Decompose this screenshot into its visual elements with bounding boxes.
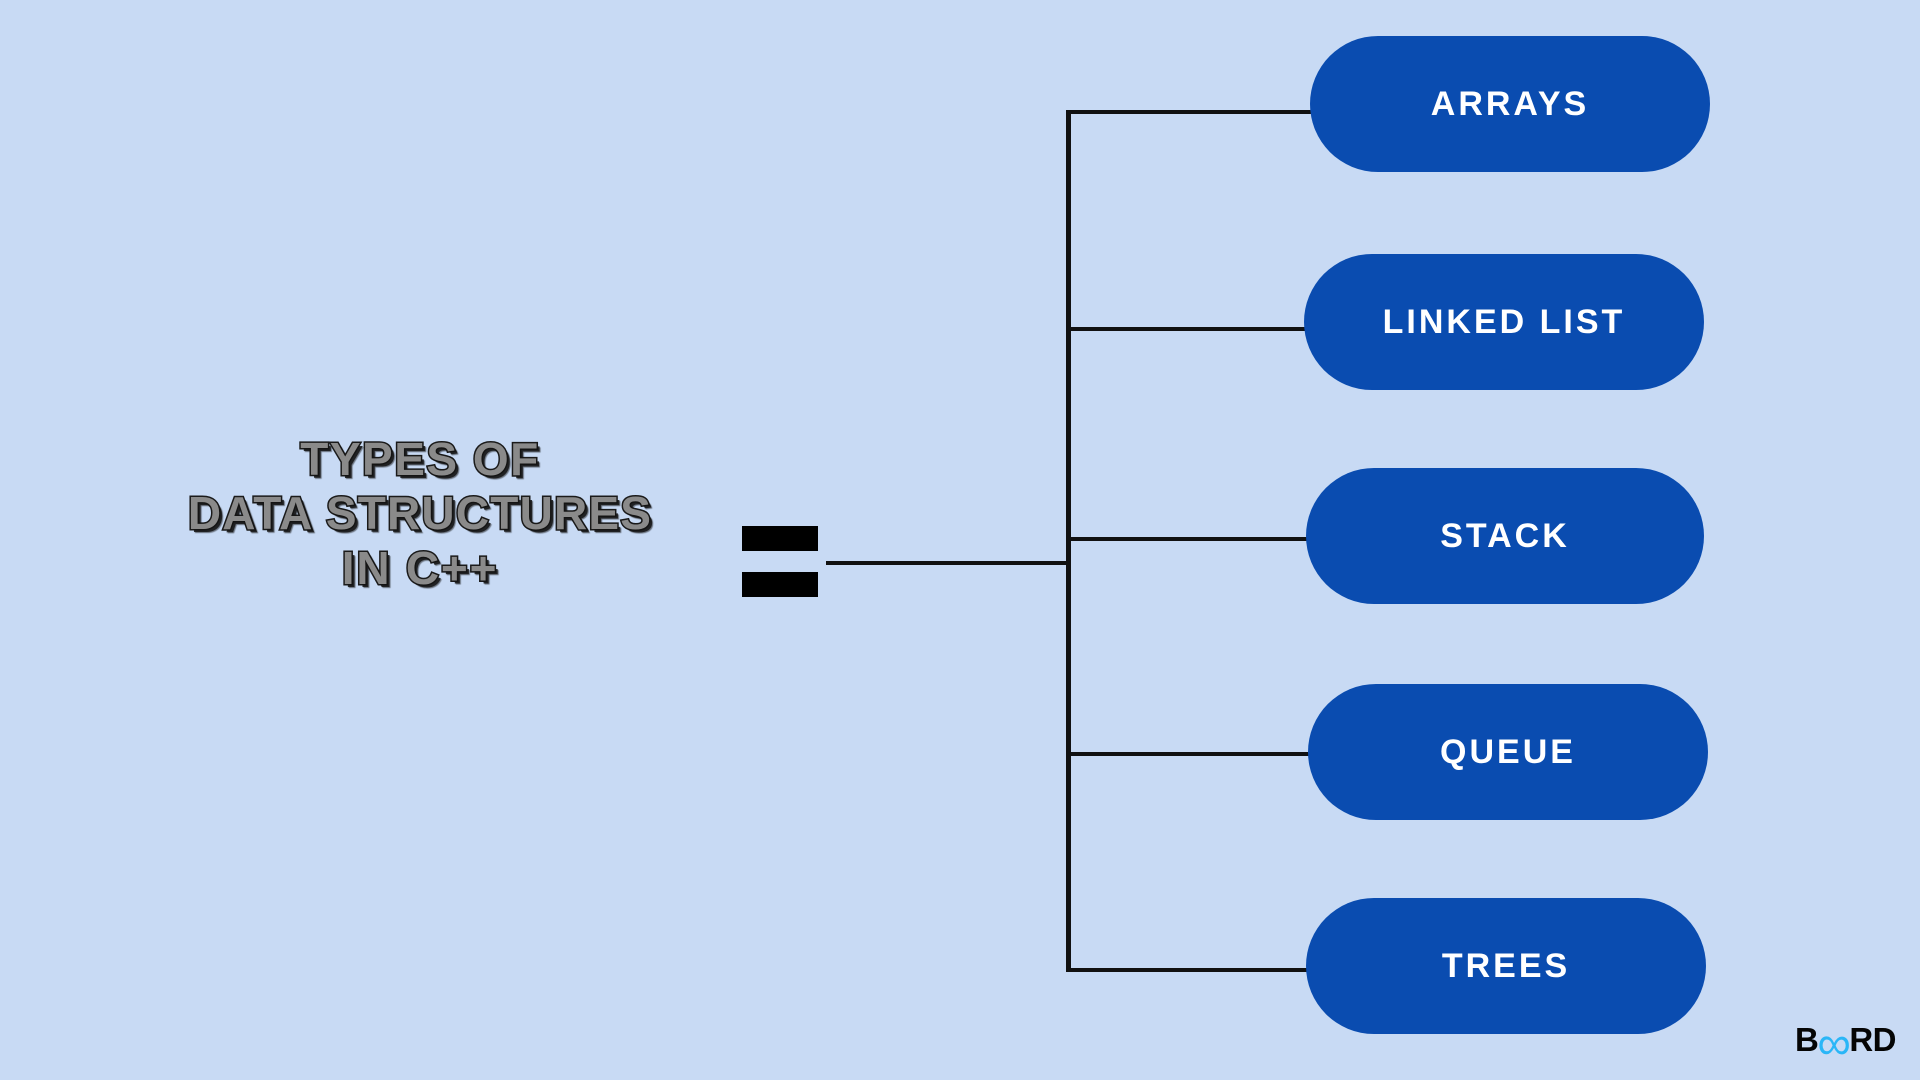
branch-node-linked-list[interactable]: LINKED LIST	[1304, 254, 1704, 390]
title-line-3: IN C++	[340, 540, 499, 595]
infinity-icon: ∞	[1817, 1016, 1851, 1070]
connector-stem	[826, 561, 1070, 565]
title-line-1: TYPES OF	[299, 431, 540, 486]
connector-branch-queue	[1070, 752, 1316, 756]
branch-node-queue[interactable]: QUEUE	[1308, 684, 1708, 820]
logo-wordmark: B ∞ RD	[1794, 1016, 1897, 1070]
branch-node-stack[interactable]: STACK	[1306, 468, 1704, 604]
board-logo[interactable]: B ∞ RD	[1794, 1016, 1897, 1070]
connector-branch-arrays	[1070, 110, 1316, 114]
branch-node-arrays[interactable]: ARRAYS	[1310, 36, 1710, 172]
connector-branch-trees	[1070, 968, 1316, 972]
connector-branch-stack	[1070, 537, 1316, 541]
logo-prefix: B	[1794, 1021, 1819, 1058]
equals-bar-top	[742, 526, 818, 551]
title-line-2: DATA STRUCTURES	[186, 486, 653, 541]
equals-bar-bottom	[742, 572, 818, 597]
equals-sign-icon	[742, 526, 818, 602]
connector-branch-linked-list	[1070, 327, 1316, 331]
page-title: TYPES OF DATA STRUCTURES IN C++	[110, 431, 730, 595]
connector-spine	[1066, 110, 1071, 972]
branch-node-trees[interactable]: TREES	[1306, 898, 1706, 1034]
logo-suffix: RD	[1849, 1021, 1896, 1058]
